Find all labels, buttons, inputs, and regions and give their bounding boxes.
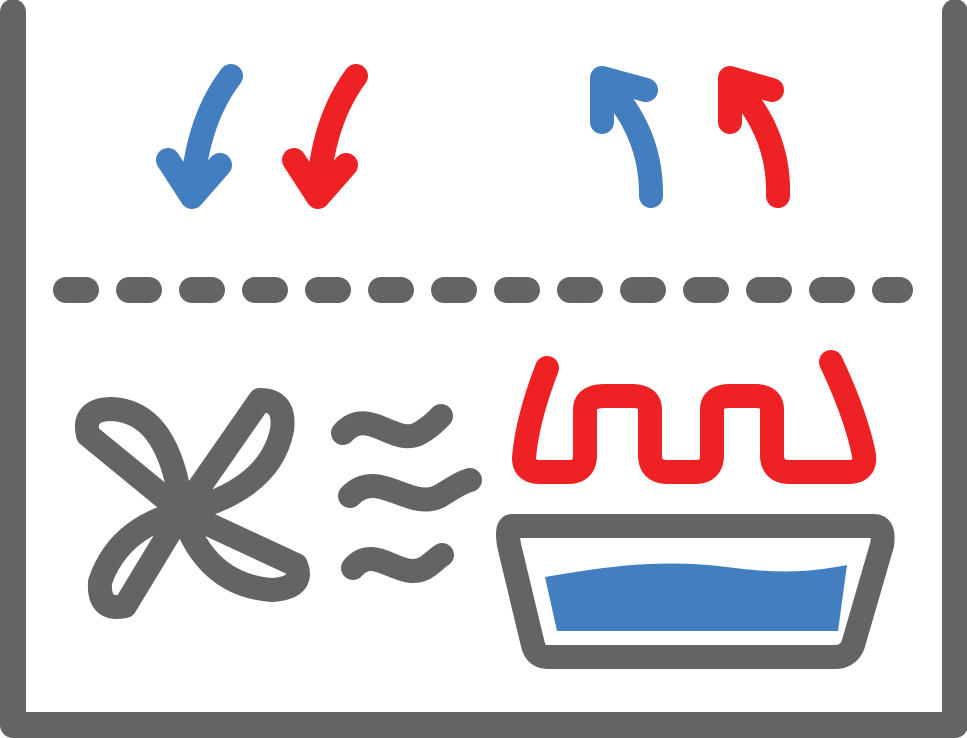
cold-air-up-arrow-icon xyxy=(590,66,664,208)
heating-element-icon xyxy=(512,350,877,484)
hot-air-up-arrow-icon xyxy=(718,66,791,208)
fan-icon xyxy=(75,388,310,619)
water-icon xyxy=(545,563,847,631)
cold-air-down-arrow-icon xyxy=(156,64,243,209)
airflow-waves-icon xyxy=(331,404,482,583)
hot-air-down-arrow-icon xyxy=(282,64,368,209)
water-tray-icon xyxy=(496,514,895,669)
